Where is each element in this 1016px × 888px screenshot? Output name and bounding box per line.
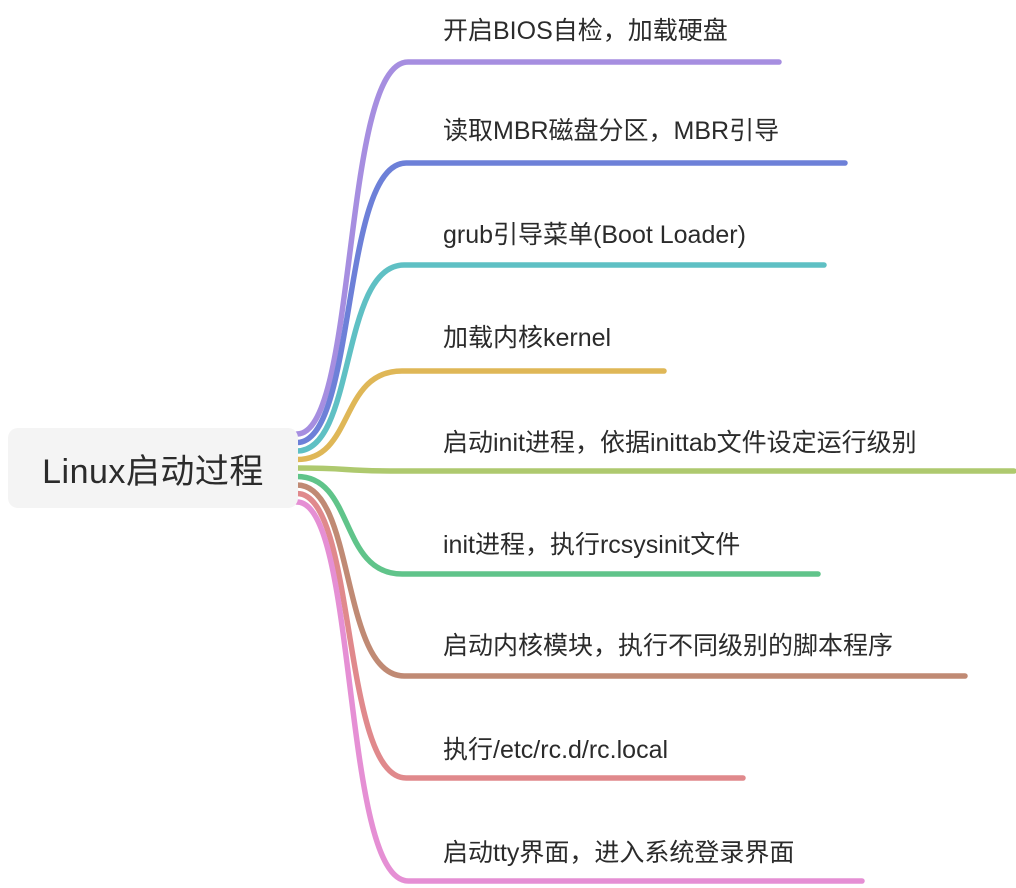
branch-label-3[interactable]: grub引导菜单(Boot Loader)	[443, 221, 746, 249]
branch-label-1[interactable]: 开启BIOS自检，加载硬盘	[443, 17, 728, 45]
branch-label-8[interactable]: 执行/etc/rc.d/rc.local	[443, 736, 669, 764]
branch-connector-2	[294, 160, 848, 446]
branch-label-6[interactable]: init进程，执行rcsysinit文件	[443, 531, 741, 559]
branch-label-2[interactable]: 读取MBR磁盘分区，MBR引导	[443, 117, 780, 145]
branch-label-4[interactable]: 加载内核kernel	[443, 324, 612, 352]
branch-label-7[interactable]: 启动内核模块，执行不同级别的脚本程序	[443, 632, 894, 660]
branch-label-9[interactable]: 启动tty界面，进入系统登录界面	[443, 839, 795, 867]
branch-label-5[interactable]: 启动init进程，依据inittab文件设定运行级别	[443, 429, 917, 457]
root-node[interactable]: Linux启动过程	[8, 428, 298, 508]
branch-connector-3	[294, 262, 827, 454]
branch-connector-5	[294, 465, 1016, 474]
root-node-label: Linux启动过程	[42, 452, 264, 491]
